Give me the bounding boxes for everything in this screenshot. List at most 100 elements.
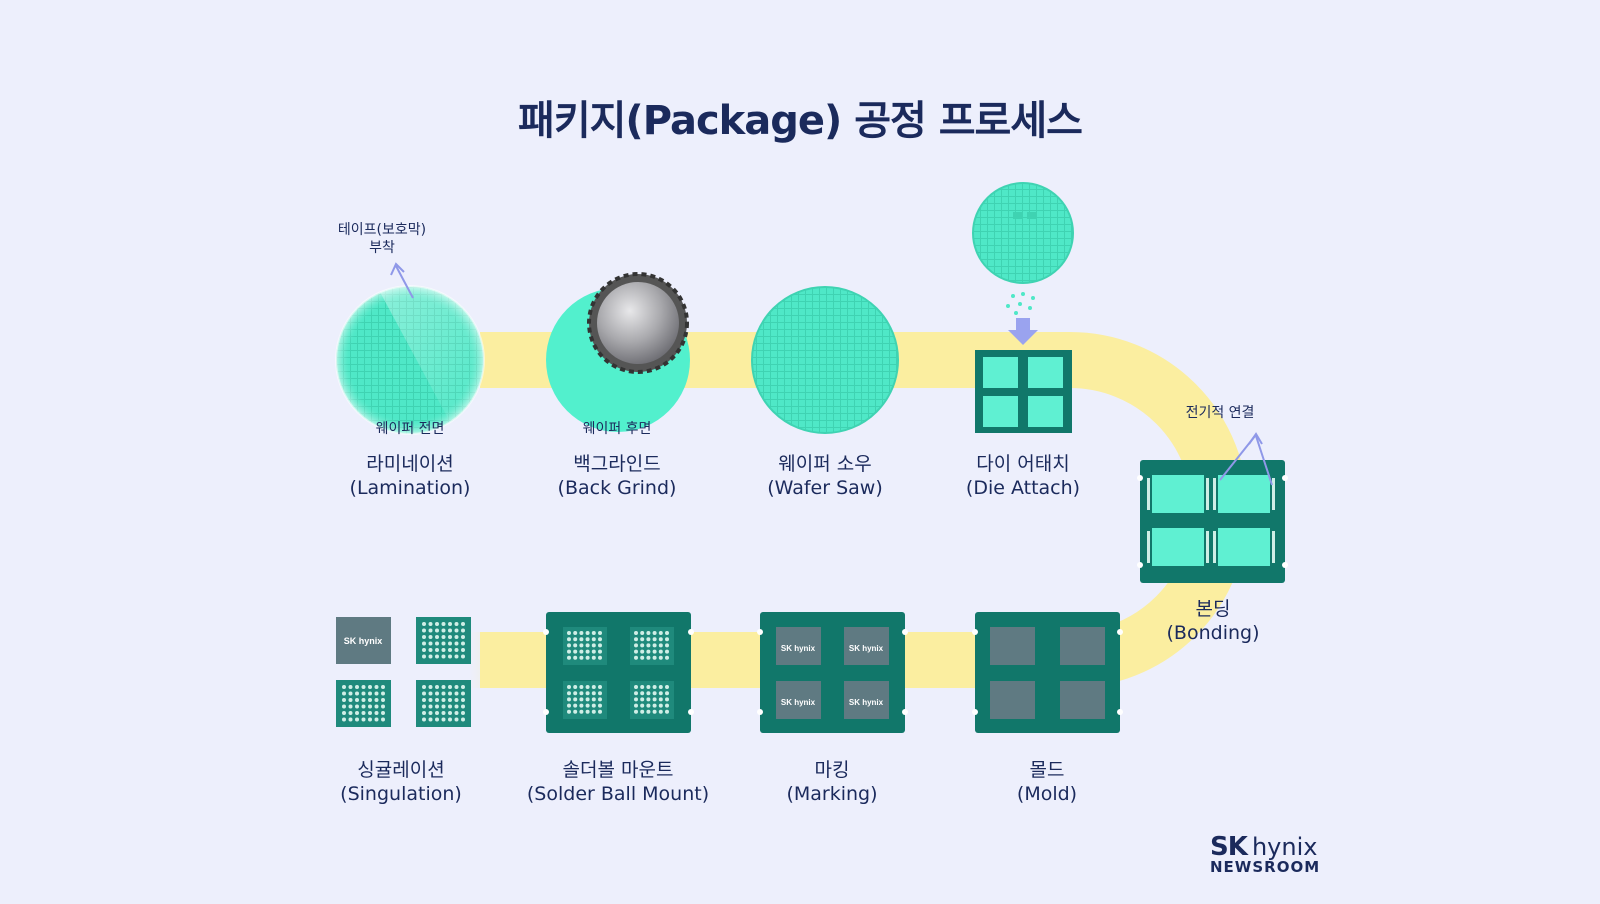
solder-ball-dot — [422, 698, 426, 702]
solder-ball-dot — [454, 698, 459, 702]
page-title: 패키지(Package) 공정 프로세스 — [518, 98, 1083, 144]
solder-ball-dot — [598, 697, 602, 702]
solder-ball-dot — [461, 622, 465, 626]
solder-ball-dot — [381, 685, 385, 689]
chip-logo-text: SK hynix — [781, 698, 816, 707]
solder-ball-dot — [441, 711, 446, 715]
backgrind-wafer — [546, 272, 690, 432]
solder-ball-dot — [646, 655, 651, 660]
solder-ball-dot — [573, 703, 578, 708]
step-name-ko: 본딩 — [1195, 598, 1231, 620]
marking-substrate: SK hynix SK hynix SK hynix SK hynix — [757, 612, 908, 733]
solder-ball-dot — [591, 643, 596, 648]
solder-ball-dot — [441, 635, 446, 639]
solder-ball-dot — [428, 635, 433, 639]
solder-ball-dot — [381, 698, 385, 702]
solder-ball-dot — [355, 704, 359, 709]
electrical-arrow-icon — [1219, 432, 1273, 486]
tape-annotation-line2: 부착 — [369, 240, 395, 256]
solder-ball-dot — [591, 649, 596, 654]
solder-ball-dot — [598, 691, 602, 696]
solder-ball-dot — [585, 685, 590, 689]
step-name-ko: 웨이퍼 소우 — [778, 453, 872, 475]
solder-ball-dot — [567, 697, 571, 702]
solder-ball-dot — [598, 655, 602, 660]
solder-ball-dot — [448, 691, 452, 696]
solder-ball-dot — [441, 691, 446, 696]
step-name-ko: 솔더볼 마운트 — [562, 759, 674, 781]
solder-ball-dot — [573, 631, 578, 635]
solder-ball-dot — [368, 717, 372, 722]
solder-ball-dot — [585, 655, 590, 660]
solder-ball-dot — [342, 711, 346, 715]
solder-ball-dot — [342, 685, 346, 689]
solder-ball-dot — [585, 691, 590, 696]
solder-ball-dot — [361, 704, 366, 709]
solder-ball-dot — [428, 628, 433, 633]
solder-ball-dot — [573, 655, 578, 660]
solder-ball-dot — [579, 709, 584, 714]
solder-ball-dot — [591, 703, 596, 708]
solder-ball-dot — [665, 697, 669, 702]
solder-ball-dot — [422, 685, 426, 689]
solder-ball-dot — [585, 697, 590, 702]
solder-ball-dot — [435, 717, 439, 722]
solder-ball-dot — [448, 622, 452, 626]
solder-ball-dot — [368, 698, 372, 702]
solder-ball-dot — [652, 697, 657, 702]
solder-ball-dot — [428, 685, 433, 689]
solder-ball-dot — [658, 685, 663, 689]
solder-ball-dot — [634, 685, 638, 689]
solder-ball-dot — [348, 717, 353, 722]
solder-ball-dot — [634, 691, 638, 696]
solder-ball-dot — [361, 717, 366, 722]
solder-ball-dot — [454, 704, 459, 709]
brand-newsroom: NEWSROOM — [1210, 858, 1321, 876]
solder-ball-dot — [435, 704, 439, 709]
solder-ball-dot — [573, 697, 578, 702]
solder-ball-dot — [567, 649, 571, 654]
solder-ball-dot — [448, 628, 452, 633]
chip-logo-text: SK hynix — [849, 644, 884, 653]
solder-ball-dot — [658, 649, 663, 654]
solder-ball-dot — [348, 704, 353, 709]
solder-ball-dot — [422, 628, 426, 633]
solder-ball-dot — [381, 691, 385, 696]
step-name-en: (Back Grind) — [557, 477, 677, 499]
solder-ball-dot — [454, 691, 459, 696]
solder-ball-dot — [368, 691, 372, 696]
solder-ball-dot — [665, 709, 669, 714]
solder-ball-dot — [374, 717, 379, 722]
brand-hynix: hynix — [1251, 833, 1318, 861]
solder-ball-dot — [355, 691, 359, 696]
solder-ball-dot — [355, 698, 359, 702]
solder-ball-dot — [634, 637, 638, 642]
step-name-en: (Mold) — [1016, 783, 1078, 805]
solder-ball-dot — [461, 698, 465, 702]
solder-ball-dot — [567, 709, 571, 714]
solder-ball-dot — [435, 648, 439, 652]
solder-ball-dot — [665, 637, 669, 642]
solder-ball-dot — [454, 648, 459, 652]
solder-ball-dot — [591, 637, 596, 642]
tape-annotation-line1: 테이프(보호막) — [337, 222, 427, 238]
solder-ball-dot — [381, 704, 385, 709]
solder-ball-dot — [665, 655, 669, 660]
solder-ball-dot — [422, 622, 426, 626]
solder-ball-dot — [342, 691, 346, 696]
solder-ball-dot — [579, 649, 584, 654]
solder-ball-dot — [428, 698, 433, 702]
solder-ball-dot — [646, 631, 651, 635]
tape-annotation: 테이프(보호막) 부착 — [302, 221, 462, 257]
solder-ball-dot — [652, 709, 657, 714]
solder-ball-dot — [646, 691, 651, 696]
sawed-wafer — [751, 286, 899, 434]
die-attach-substrate — [975, 350, 1072, 433]
solder-ball-dot — [448, 698, 452, 702]
solder-ball-dot — [342, 704, 346, 709]
step-bonding-label: 본딩 (Bonding) — [1103, 597, 1323, 645]
solder-ball-dot — [448, 654, 452, 659]
solder-ball-dot — [428, 691, 433, 696]
solder-ball-dot — [435, 654, 439, 659]
